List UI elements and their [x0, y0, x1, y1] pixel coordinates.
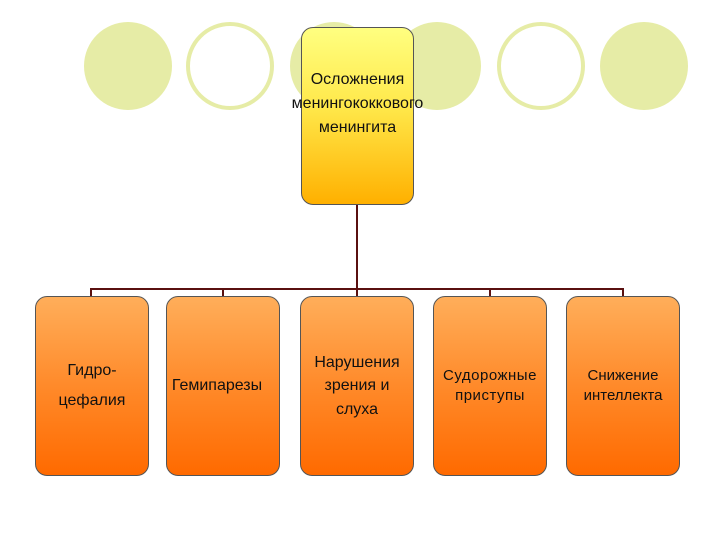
child-node-vision-hearing: Нарушения зрения и слуха — [300, 296, 414, 476]
child-node-label: Снижение интеллекта — [583, 366, 663, 404]
decor-circle-5 — [497, 22, 585, 110]
child-node-label: Нарушения зрения и слуха — [314, 354, 400, 418]
child-node-label: Гемипарезы — [171, 377, 263, 394]
decor-circle-1 — [84, 22, 172, 110]
child-node-hydrocephalus: Гидро- цефалия — [35, 296, 149, 476]
child-node-seizures: Судорожные приступы — [433, 296, 547, 476]
child-node-intellect-decline: Снижение интеллекта — [566, 296, 680, 476]
root-node-label: Осложнения менингококкового менингита — [291, 71, 424, 136]
decor-circle-2 — [186, 22, 274, 110]
child-node-hemiparesis: Гемипарезы — [166, 296, 280, 476]
child-node-label: Гидро- цефалия — [58, 361, 126, 409]
decor-circle-6 — [600, 22, 688, 110]
root-node: Осложнения менингококкового менингита — [292, 27, 423, 205]
child-node-label: Судорожные приступы — [443, 366, 537, 404]
